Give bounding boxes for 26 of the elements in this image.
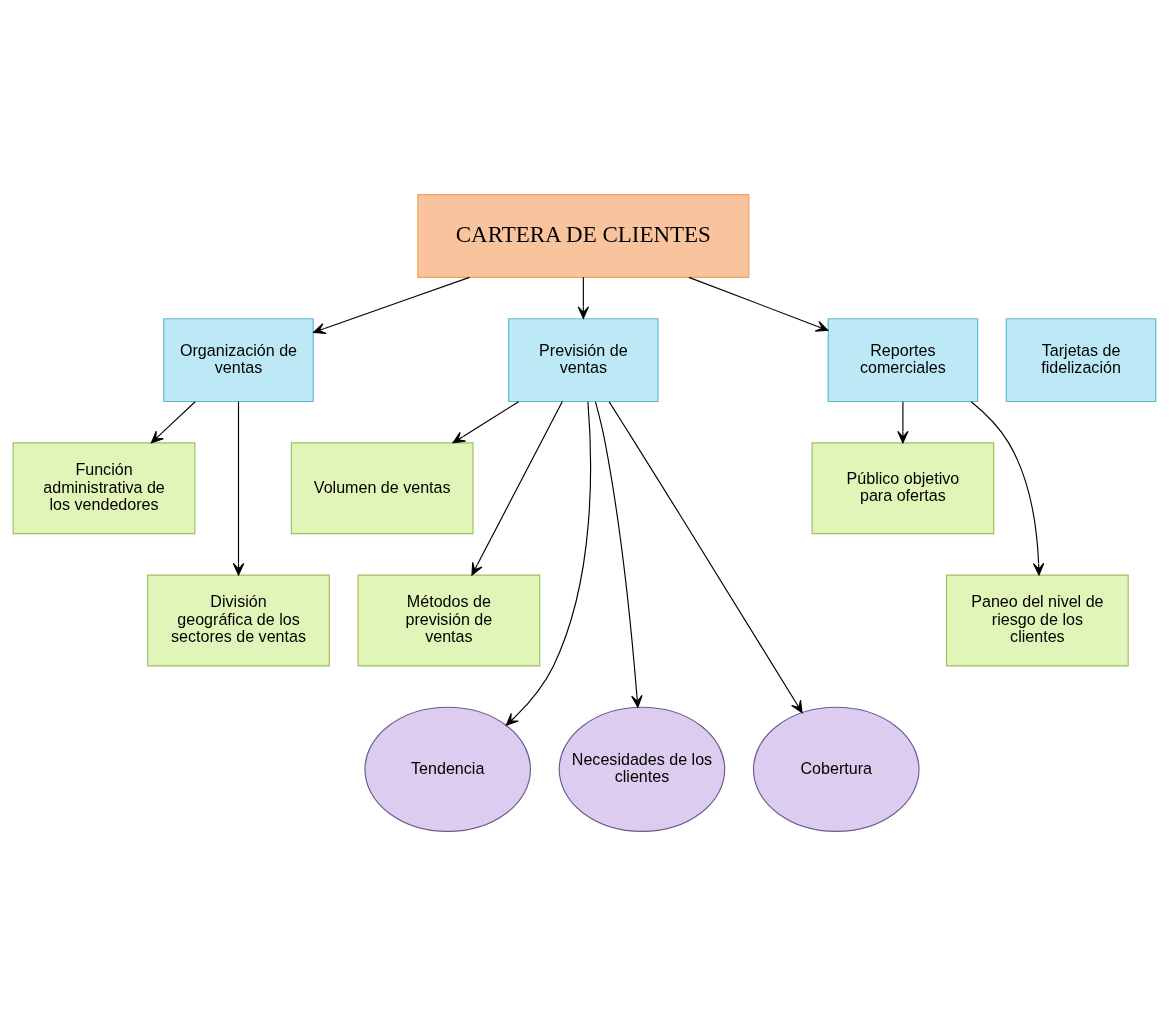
arrow bbox=[594, 401, 643, 708]
node-box: Público objetivo para ofertas bbox=[811, 442, 995, 535]
node-box: Previsión de ventas bbox=[508, 318, 659, 403]
node-box: Tarjetas de fidelización bbox=[1005, 318, 1157, 403]
arrow bbox=[505, 401, 592, 726]
node-box: Función administrativa de los vendedores bbox=[12, 442, 196, 535]
arrow bbox=[970, 401, 1045, 576]
node-box: Métodos de previsión de ventas bbox=[357, 574, 541, 667]
node-ellipse: Tendencia bbox=[364, 706, 532, 832]
arrow bbox=[232, 401, 245, 576]
node-box: Volumen de ventas bbox=[290, 442, 474, 535]
node-box: Reportes comerciales bbox=[827, 318, 979, 403]
arrow bbox=[452, 401, 520, 444]
arrow bbox=[313, 276, 471, 335]
node-ellipse: Necesidades de los clientes bbox=[558, 706, 726, 832]
arrow bbox=[577, 276, 590, 319]
arrow bbox=[688, 276, 829, 332]
arrow bbox=[897, 401, 909, 444]
arrow bbox=[608, 401, 803, 714]
node-ellipse: Cobertura bbox=[752, 706, 920, 832]
node-box: CARTERA DE CLIENTES bbox=[417, 194, 750, 278]
node-box: Organización de ventas bbox=[163, 318, 314, 403]
node-box: Paneo del nivel de riesgo de los clientes bbox=[946, 574, 1129, 667]
node-box: División geográfica de los sectores de ventas bbox=[147, 574, 330, 667]
arrow bbox=[150, 401, 196, 444]
arrow bbox=[471, 401, 563, 576]
